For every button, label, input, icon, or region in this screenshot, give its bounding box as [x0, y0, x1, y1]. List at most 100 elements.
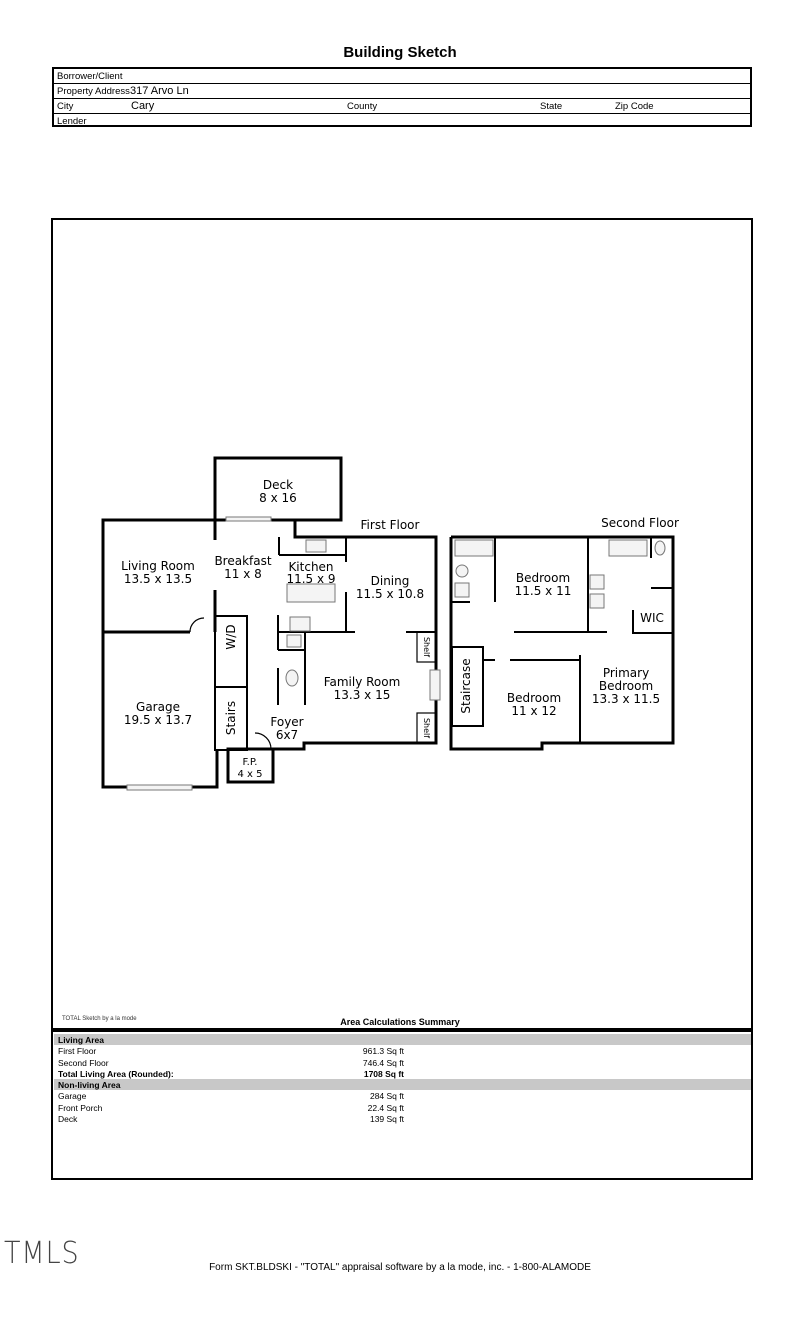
- county-label: County: [347, 101, 378, 112]
- property-header-table: Borrower/Client Property Address 317 Arv…: [52, 67, 752, 127]
- row-value: 284 Sq ft: [369, 1091, 404, 1102]
- room-name-living: Living Room: [121, 559, 195, 573]
- room-dim-breakfast: 11 x 8: [224, 567, 262, 581]
- room-dim-deck: 8 x 16: [259, 491, 297, 505]
- room-dim-kitchen: 11.5 x 9: [286, 572, 335, 586]
- fireplace-icon: [429, 669, 441, 701]
- nonliving-area-header: Non-living Area: [54, 1079, 751, 1091]
- summary-row: First Floor 961.3 Sq ft: [54, 1045, 751, 1056]
- sketch-credit: TOTAL Sketch by a la mode: [62, 1016, 137, 1022]
- sliding-door-icon: [225, 516, 272, 522]
- room-name-porch: F.P.: [243, 757, 258, 768]
- bathtub-icon: [608, 539, 648, 557]
- door-swing-icon: [189, 617, 205, 633]
- west-wall: [101, 518, 219, 789]
- row-value: 22.4 Sq ft: [367, 1102, 404, 1113]
- section-label: Living Area: [58, 1035, 104, 1045]
- porch-outline: [226, 747, 275, 784]
- toilet-icon: [455, 564, 469, 578]
- state-label: State: [540, 101, 563, 112]
- room-dim-dining: 11.5 x 10.8: [356, 587, 424, 601]
- city-row: City Cary County State Zip Code: [54, 99, 750, 114]
- room-name-stairs: Stairs: [224, 701, 238, 735]
- row-label: Total Living Area (Rounded):: [58, 1068, 174, 1079]
- door-swing-icon: [254, 732, 272, 750]
- bathtub-icon: [454, 539, 494, 557]
- kitchen-sink-icon: [305, 539, 327, 553]
- room-name-foyer: Foyer: [270, 715, 303, 729]
- section-label: Non-living Area: [58, 1080, 121, 1091]
- zip-label: Zip Code: [615, 101, 654, 112]
- room-dim-porch: 4 x 5: [238, 769, 263, 780]
- address-value: 317 Arvo Ln: [130, 85, 189, 97]
- row-label: First Floor: [58, 1046, 97, 1057]
- garage-door-icon: [126, 784, 193, 791]
- room-dim-bedroom: 11.5 x 11: [515, 584, 572, 598]
- room-name-wic: WIC: [640, 611, 664, 625]
- row-label: Front Porch: [58, 1102, 103, 1113]
- room-dim-foyer: 6x7: [276, 728, 298, 742]
- room-name-family: Family Room: [324, 675, 401, 689]
- lender-label: Lender: [57, 116, 87, 127]
- area-summary: Living Area First Floor 961.3 Sq ft Secon…: [54, 1034, 751, 1124]
- city-label: City: [57, 101, 74, 112]
- tmls-logo: TMLS: [4, 1236, 80, 1271]
- shelf-label: Shelf: [422, 718, 431, 738]
- room-name-primary: Bedroom: [599, 679, 653, 693]
- room-name-bedroom: Bedroom: [516, 571, 570, 585]
- summary-row: Deck 139 Sq ft: [54, 1113, 751, 1124]
- first-floor-plan: First Floor Deck 8 x 16 Living Room 13.5…: [101, 456, 441, 791]
- summary-row: Second Floor 746.4 Sq ft: [54, 1057, 751, 1068]
- toilet-icon: [654, 540, 666, 556]
- room-name-deck: Deck: [263, 478, 293, 492]
- city-value: Cary: [131, 100, 155, 112]
- summary-row: Front Porch 22.4 Sq ft: [54, 1102, 751, 1113]
- kitchen-island: [286, 583, 336, 603]
- room-name-kitchen: Kitchen: [288, 560, 333, 574]
- room-name-primary: Primary: [603, 666, 649, 680]
- room-dim-living: 13.5 x 13.5: [124, 572, 192, 586]
- borrower-row: Borrower/Client: [54, 69, 750, 84]
- room-dim-bedroom: 11 x 12: [511, 704, 556, 718]
- sink-icon: [454, 582, 470, 598]
- address-row: Property Address 317 Arvo Ln: [54, 84, 750, 99]
- sketch-frame: [51, 218, 753, 1180]
- page-title: Building Sketch: [343, 44, 457, 61]
- room-name-dining: Dining: [371, 574, 410, 588]
- summary-title: Area Calculations Summary: [340, 1017, 460, 1027]
- divider: [51, 1028, 753, 1032]
- second-floor-plan: Second Floor Bedroom 11.5 x 11 Bedroom 1…: [449, 516, 679, 751]
- address-label: Property Address: [57, 86, 130, 97]
- second-floor-label: Second Floor: [601, 516, 679, 530]
- row-label: Deck: [58, 1114, 78, 1125]
- shelf-label: Shelf: [422, 637, 431, 657]
- lender-row: Lender: [54, 114, 750, 128]
- room-dim-primary: 13.3 x 11.5: [592, 692, 660, 706]
- room-dim-garage: 19.5 x 13.7: [124, 713, 192, 727]
- stove-icon: [289, 616, 311, 632]
- second-floor-outline: [449, 535, 675, 751]
- first-floor-label: First Floor: [361, 518, 420, 532]
- room-dim-family: 13.3 x 15: [334, 688, 391, 702]
- total-row: Total Living Area (Rounded): 1708 Sq ft: [54, 1068, 751, 1079]
- room-name-staircase: Staircase: [459, 658, 473, 713]
- borrower-label: Borrower/Client: [57, 71, 123, 82]
- summary-row: Garage 284 Sq ft: [54, 1090, 751, 1101]
- row-value: 746.4 Sq ft: [362, 1057, 404, 1068]
- bath-sink-icon: [286, 634, 302, 648]
- room-name-bedroom: Bedroom: [507, 691, 561, 705]
- row-value: 1708 Sq ft: [363, 1068, 404, 1079]
- sink-icon: [589, 593, 605, 609]
- toilet-icon: [285, 669, 299, 687]
- room-name-garage: Garage: [136, 700, 180, 714]
- form-footer: Form SKT.BLDSKI - "TOTAL" appraisal soft…: [209, 1262, 591, 1273]
- room-name-wd: W/D: [224, 624, 238, 649]
- living-area-header: Living Area: [54, 1034, 751, 1046]
- row-label: Second Floor: [58, 1057, 109, 1068]
- row-value: 139 Sq ft: [369, 1114, 404, 1125]
- row-label: Garage: [58, 1091, 87, 1102]
- row-value: 961.3 Sq ft: [362, 1046, 404, 1057]
- room-name-breakfast: Breakfast: [214, 554, 271, 568]
